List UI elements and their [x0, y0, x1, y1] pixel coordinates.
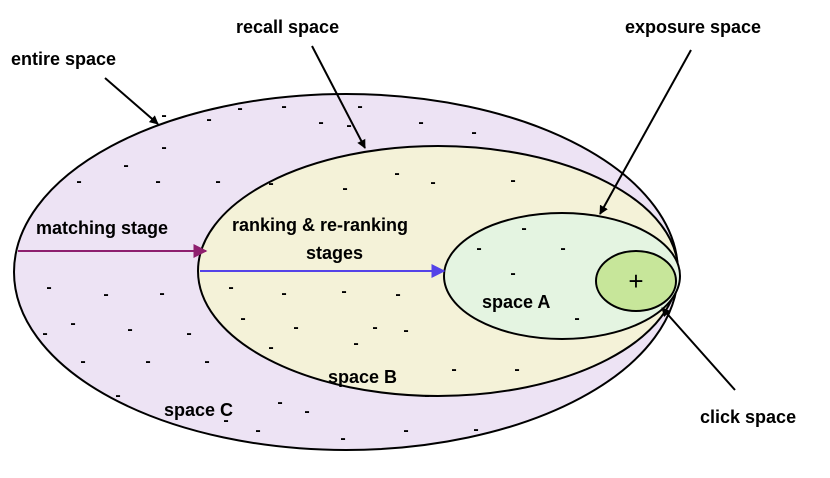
negative-sample-mark: - [237, 100, 242, 117]
negative-sample-mark: - [215, 173, 220, 190]
negative-sample-mark: - [514, 361, 519, 378]
negative-sample-mark: - [403, 422, 408, 439]
negative-sample-mark: - [293, 319, 298, 336]
negative-sample-mark: - [281, 98, 286, 115]
negative-sample-mark: - [471, 124, 476, 141]
exposure-space-pointer [599, 49, 692, 215]
negative-sample-mark: - [228, 279, 233, 296]
negative-sample-mark: - [42, 325, 47, 342]
negative-sample-mark: - [281, 285, 286, 302]
entire-space-pointer [104, 77, 159, 125]
negative-sample-mark: - [372, 319, 377, 336]
negative-sample-mark: - [357, 98, 362, 115]
recall-space-label: recall space [236, 17, 339, 37]
positive-sample-mark: + [628, 266, 643, 296]
ranking-stages-label-line1: ranking & re-ranking [232, 215, 408, 235]
negative-sample-mark: - [418, 114, 423, 131]
negative-sample-mark: - [353, 335, 358, 352]
click-space-pointer [661, 307, 736, 391]
space-b-label: space B [328, 367, 397, 387]
space-a-label: space A [482, 292, 550, 312]
negative-sample-mark: - [342, 180, 347, 197]
negative-sample-mark: - [304, 403, 309, 420]
negative-sample-mark: - [451, 361, 456, 378]
negative-sample-mark: - [268, 339, 273, 356]
negative-sample-mark: - [103, 286, 108, 303]
click-space-label: click space [700, 407, 796, 427]
negative-sample-mark: - [403, 322, 408, 339]
exposure-space-label: exposure space [625, 17, 761, 37]
negative-sample-mark: - [123, 157, 128, 174]
recall-space-pointer [311, 45, 366, 149]
negative-sample-mark: - [394, 165, 399, 182]
space-c-label: space C [164, 400, 233, 420]
negative-sample-mark: - [255, 422, 260, 439]
negative-sample-mark: - [521, 220, 526, 237]
negative-sample-mark: - [76, 173, 81, 190]
entire-space-label: entire space [11, 49, 116, 69]
ranking-stages-label-line2: stages [306, 243, 363, 263]
negative-sample-mark: - [155, 173, 160, 190]
negative-sample-mark: - [204, 353, 209, 370]
negative-sample-mark: - [115, 387, 120, 404]
negative-sample-mark: - [574, 310, 579, 327]
negative-sample-mark: - [318, 114, 323, 131]
negative-sample-mark: - [161, 107, 166, 124]
negative-sample-mark: - [424, 387, 429, 404]
negative-sample-mark: - [395, 286, 400, 303]
negative-sample-mark: - [70, 315, 75, 332]
negative-sample-mark: - [341, 283, 346, 300]
negative-sample-mark: - [346, 117, 351, 134]
negative-sample-mark: - [223, 412, 228, 429]
negative-sample-mark: - [145, 353, 150, 370]
negative-sample-mark: - [476, 240, 481, 257]
matching-stage-label: matching stage [36, 218, 168, 238]
negative-sample-mark: - [510, 172, 515, 189]
negative-sample-mark: - [127, 321, 132, 338]
negative-sample-mark: - [560, 240, 565, 257]
negative-sample-mark: - [430, 174, 435, 191]
negative-sample-mark: - [240, 310, 245, 327]
click-space-ellipse [595, 250, 677, 312]
negative-sample-mark: - [80, 353, 85, 370]
negative-sample-marks: ----------------------------------------… [42, 98, 579, 447]
negative-sample-mark: - [186, 325, 191, 342]
negative-sample-mark: - [277, 394, 282, 411]
negative-sample-mark: - [340, 430, 345, 447]
negative-sample-mark: - [473, 421, 478, 438]
negative-sample-mark: - [46, 279, 51, 296]
negative-sample-mark: - [159, 285, 164, 302]
negative-sample-mark: - [161, 139, 166, 156]
negative-sample-mark: - [268, 175, 273, 192]
negative-sample-mark: - [206, 111, 211, 128]
negative-sample-mark: - [510, 265, 515, 282]
